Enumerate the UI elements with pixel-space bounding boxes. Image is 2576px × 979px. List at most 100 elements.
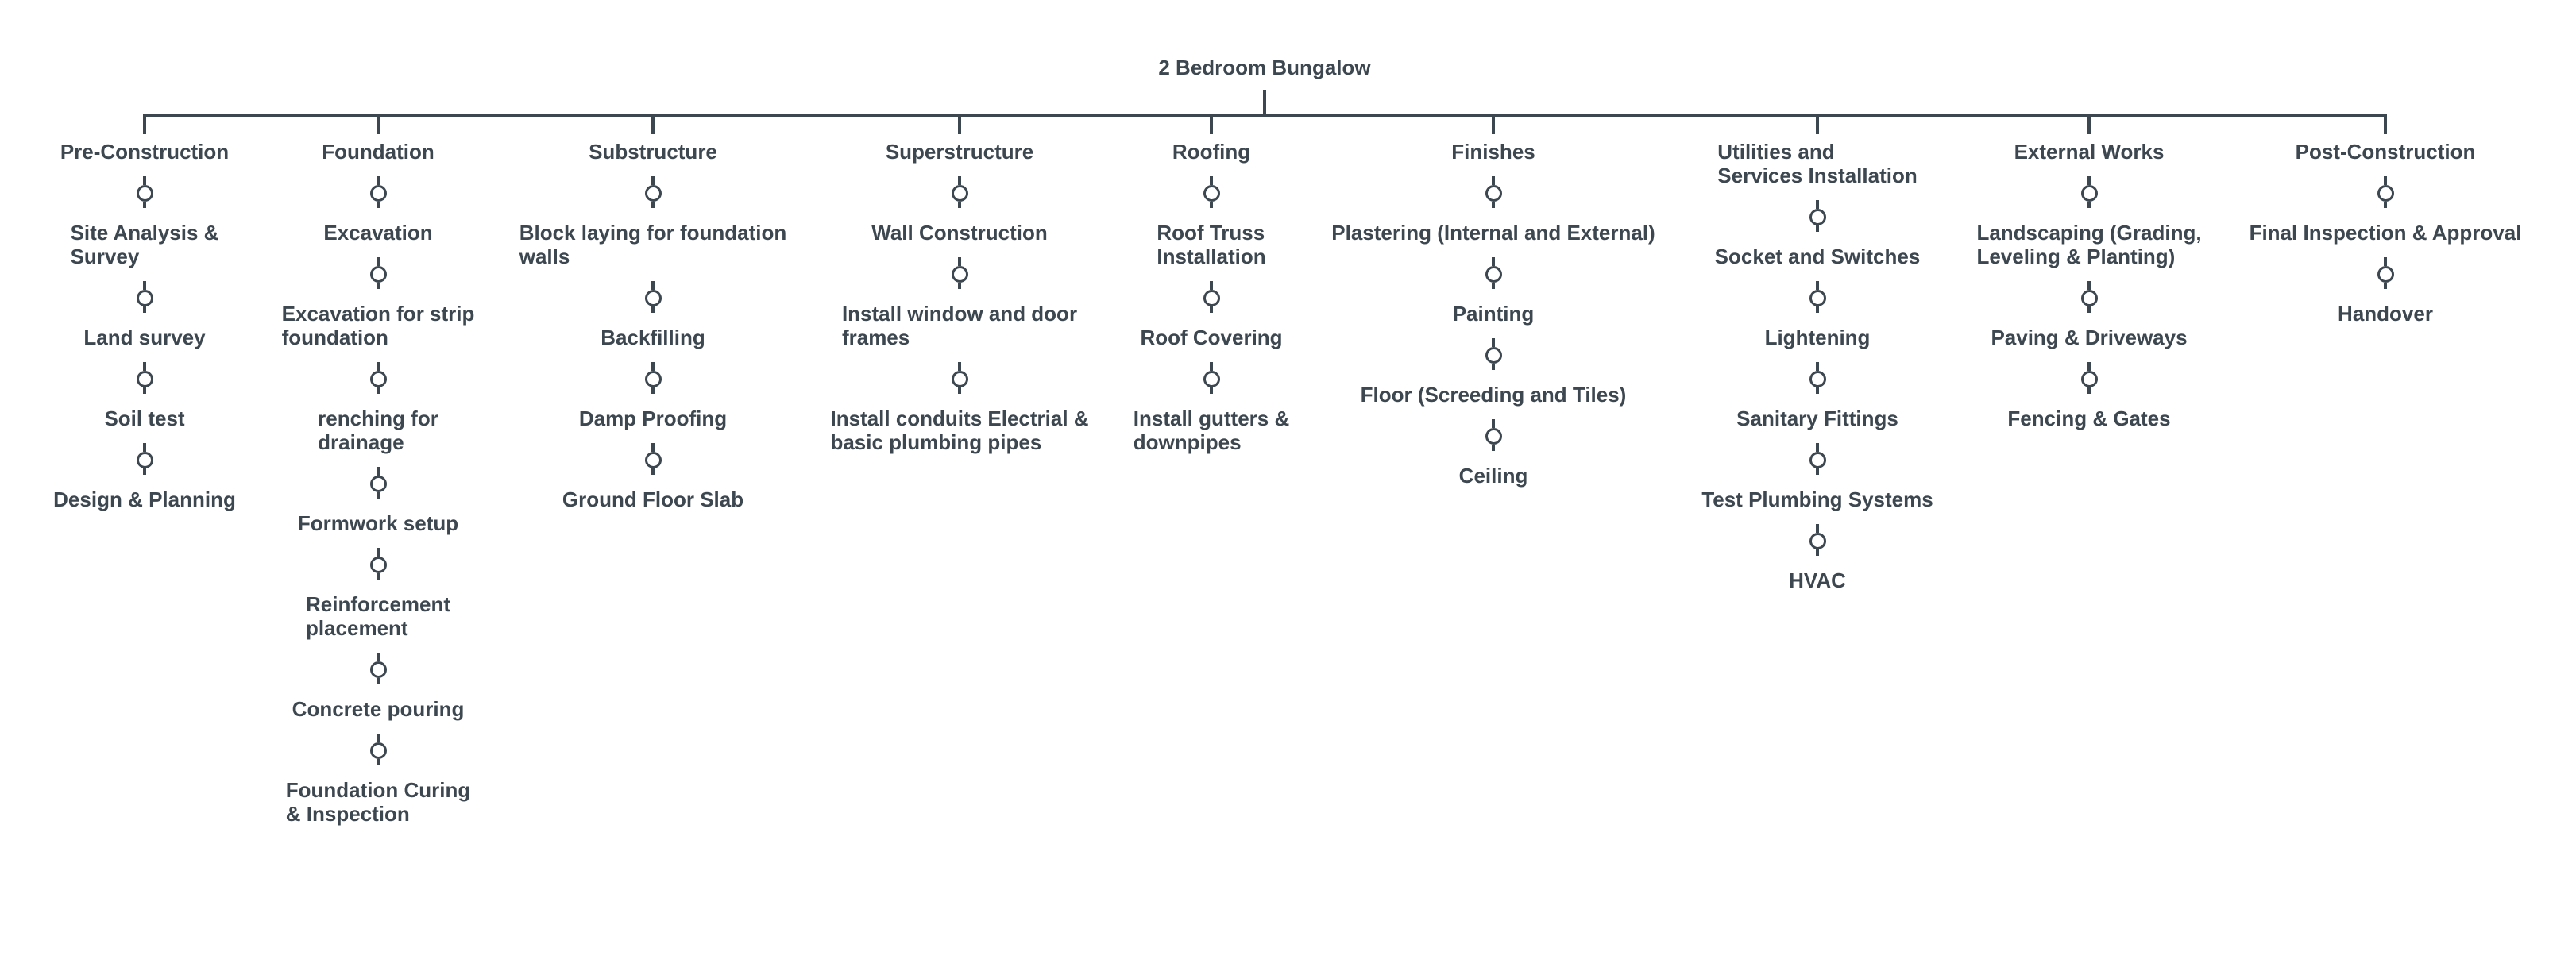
trunk-tick: [1492, 114, 1495, 134]
trunk-tick: [1210, 114, 1213, 134]
connector-node-icon: [2080, 281, 2098, 313]
task-label: Fencing & Gates: [2007, 407, 2171, 430]
connector-node-icon: [136, 281, 153, 313]
task-label: Install window and door frames: [841, 302, 1078, 349]
connector-line-top: [2087, 281, 2091, 290]
connector-circle-icon: [369, 557, 387, 573]
connector-line-bottom: [377, 202, 380, 208]
connector-node-icon: [2080, 176, 2098, 208]
connector-line-bottom: [377, 759, 380, 765]
task-label: Test Plumbing Systems: [1701, 488, 1933, 511]
trunk-tick: [2384, 114, 2387, 134]
connector-node-icon: [1485, 176, 1502, 208]
phase-label: Foundation: [322, 140, 434, 164]
connector-line-bottom: [2087, 387, 2091, 394]
task-label: Damp Proofing: [578, 407, 728, 430]
connector-circle-icon: [1809, 533, 1826, 549]
connector-line-bottom: [1492, 445, 1495, 451]
connector-line-top: [143, 281, 146, 290]
phase-label: Pre-Construction: [60, 140, 230, 164]
connector-line-bottom: [1816, 468, 1819, 475]
connector-line-bottom: [377, 492, 380, 499]
root-connector-stub: [1263, 90, 1266, 117]
connector-line-bottom: [1492, 364, 1495, 370]
phase-label: Finishes: [1451, 140, 1535, 164]
task-label: Excavation: [323, 221, 433, 245]
connector-node-icon: [369, 548, 387, 580]
connector-line-bottom: [2087, 306, 2091, 313]
connector-line-bottom: [377, 387, 380, 394]
connector-node-icon: [1809, 362, 1826, 394]
connector-node-icon: [1203, 362, 1220, 394]
connector-line-top: [143, 176, 146, 185]
connector-line-top: [651, 443, 655, 452]
connector-circle-icon: [136, 371, 153, 387]
connector-line-top: [2087, 362, 2091, 371]
connector-circle-icon: [136, 290, 153, 306]
connector-circle-icon: [1485, 347, 1502, 364]
connector-circle-icon: [369, 185, 387, 202]
task-label: Ceiling: [1458, 464, 1528, 488]
task-label: Concrete pouring: [292, 697, 465, 721]
connector-circle-icon: [2080, 371, 2098, 387]
connector-line-bottom: [651, 468, 655, 475]
task-label: Install conduits Electrial & basic plumb…: [830, 407, 1089, 454]
task-label: Land survey: [83, 326, 206, 349]
trunk-tick: [958, 114, 961, 134]
task-label: Paving & Driveways: [1991, 326, 2188, 349]
connector-line-top: [1492, 176, 1495, 185]
task-label: Formwork setup: [297, 511, 459, 535]
connector-line-bottom: [2384, 283, 2387, 289]
connector-node-icon: [1203, 281, 1220, 313]
phase-label: Post-Construction: [2295, 140, 2476, 164]
task-label: renching for drainage: [318, 407, 438, 454]
connector-node-icon: [369, 176, 387, 208]
connector-circle-icon: [1203, 290, 1220, 306]
connector-line-top: [1210, 176, 1213, 185]
task-label: Handover: [2338, 302, 2433, 326]
connector-line-top: [2384, 257, 2387, 266]
connector-node-icon: [644, 443, 662, 475]
connector-node-icon: [1809, 524, 1826, 556]
connector-circle-icon: [369, 476, 387, 492]
connector-line-top: [958, 176, 961, 185]
connector-line-top: [1816, 443, 1819, 452]
connector-circle-icon: [369, 266, 387, 283]
connector-line-bottom: [143, 387, 146, 394]
task-label: Landscaping (Grading, Leveling & Plantin…: [1976, 221, 2202, 268]
connector-line-bottom: [651, 306, 655, 313]
connector-line-top: [1816, 281, 1819, 290]
connector-line-bottom: [1816, 225, 1819, 232]
connector-node-icon: [1485, 419, 1502, 451]
connector-line-bottom: [1210, 202, 1213, 208]
connector-line-bottom: [1816, 306, 1819, 313]
connector-line-top: [1816, 524, 1819, 533]
connector-circle-icon: [644, 185, 662, 202]
connector-line-bottom: [143, 202, 146, 208]
connector-node-icon: [644, 281, 662, 313]
task-label: Painting: [1452, 302, 1535, 326]
task-label: Wall Construction: [871, 221, 1048, 245]
task-label: Ground Floor Slab: [562, 488, 744, 511]
connector-circle-icon: [136, 185, 153, 202]
connector-line-top: [377, 257, 380, 266]
trunk-tick: [377, 114, 380, 134]
task-label: Block laying for foundation walls: [519, 221, 787, 268]
connector-line-bottom: [143, 468, 146, 475]
task-label: Final Inspection & Approval: [2249, 221, 2522, 245]
phase-label: Substructure: [589, 140, 717, 164]
connector-node-icon: [369, 467, 387, 499]
task-label: Roof Truss Installation: [1157, 221, 1266, 268]
connector-node-icon: [369, 653, 387, 684]
connector-node-icon: [369, 257, 387, 289]
root-node-label: 2 Bedroom Bungalow: [1158, 56, 1371, 79]
connector-circle-icon: [951, 371, 968, 387]
connector-line-top: [1210, 362, 1213, 371]
connector-node-icon: [1485, 338, 1502, 370]
connector-circle-icon: [951, 185, 968, 202]
connector-line-bottom: [377, 573, 380, 580]
connector-line-top: [377, 548, 380, 557]
connector-node-icon: [951, 257, 968, 289]
connector-line-bottom: [1210, 306, 1213, 313]
connector-line-bottom: [2087, 202, 2091, 208]
